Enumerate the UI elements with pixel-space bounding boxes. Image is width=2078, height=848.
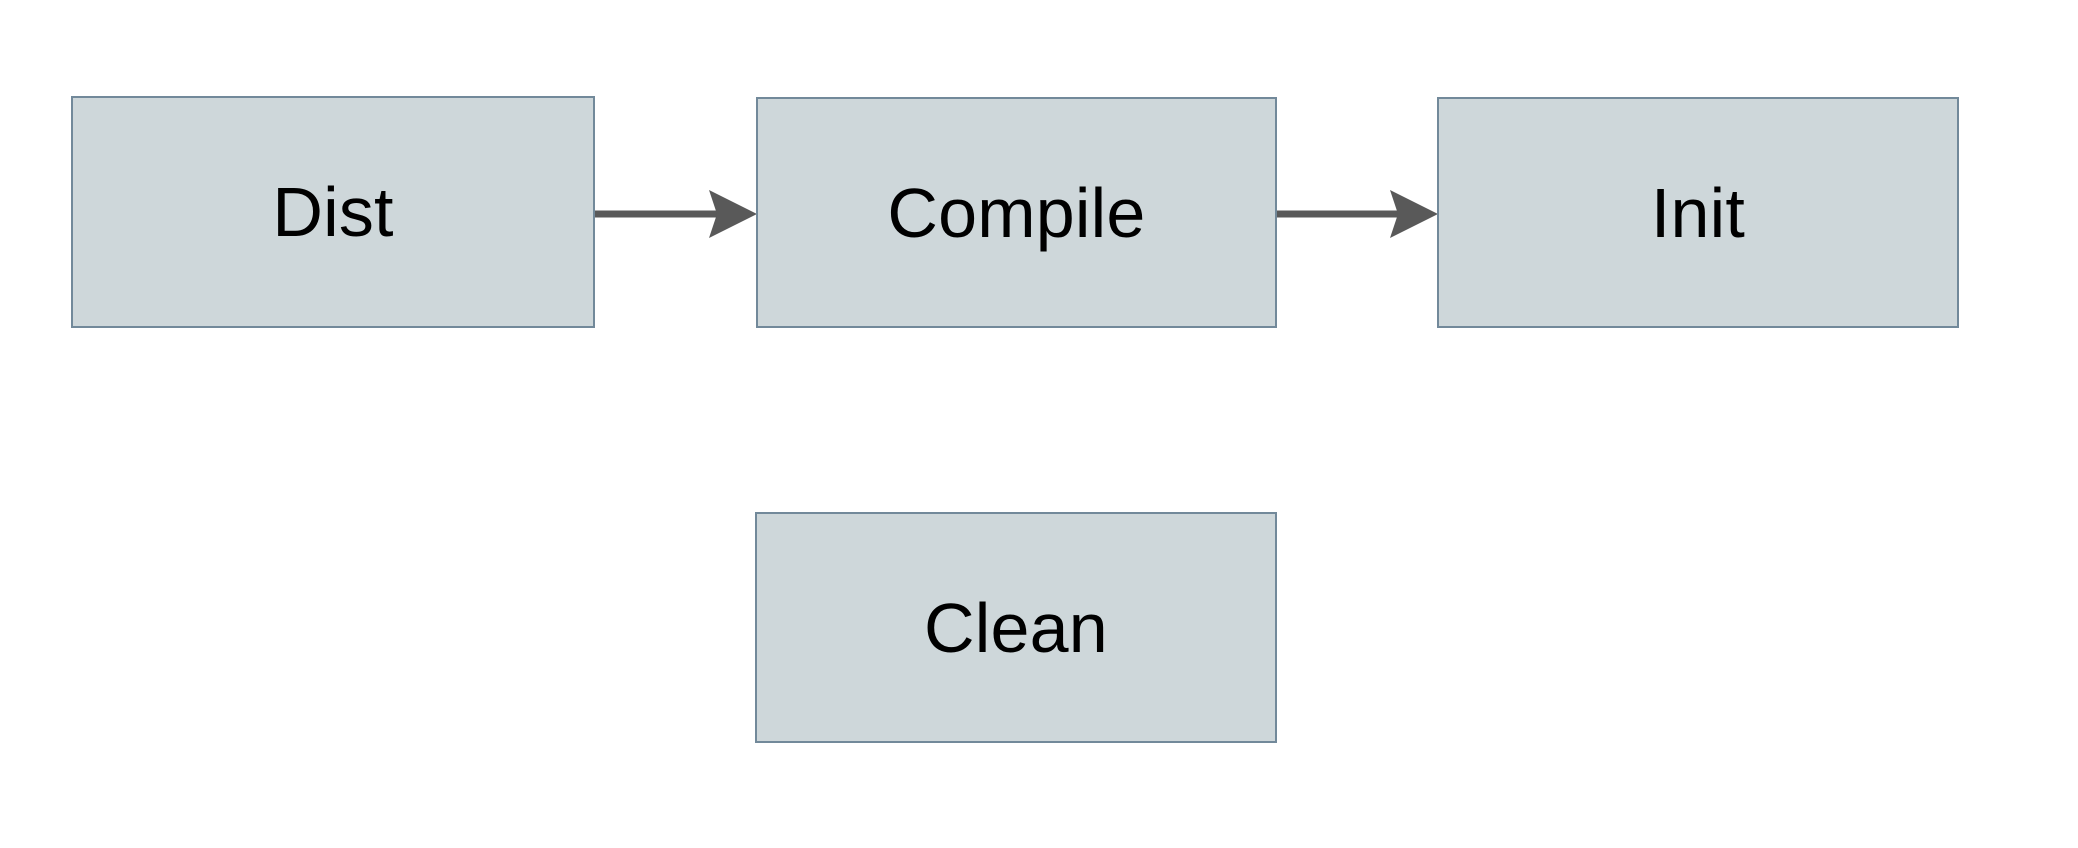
node-dist[interactable]: Dist	[71, 96, 595, 328]
node-init-label: Init	[1650, 173, 1746, 252]
node-dist-label: Dist	[272, 173, 394, 251]
node-clean[interactable]: Clean	[755, 512, 1277, 743]
edge-dist-to-compile	[595, 190, 757, 238]
node-compile-label: Compile	[887, 173, 1146, 252]
arrowhead-icon	[709, 190, 757, 238]
node-init[interactable]: Init	[1437, 97, 1959, 328]
arrowhead-icon	[1390, 190, 1438, 238]
node-clean-label: Clean	[924, 588, 1108, 667]
edge-compile-to-init	[1277, 190, 1438, 238]
node-compile[interactable]: Compile	[756, 97, 1277, 328]
